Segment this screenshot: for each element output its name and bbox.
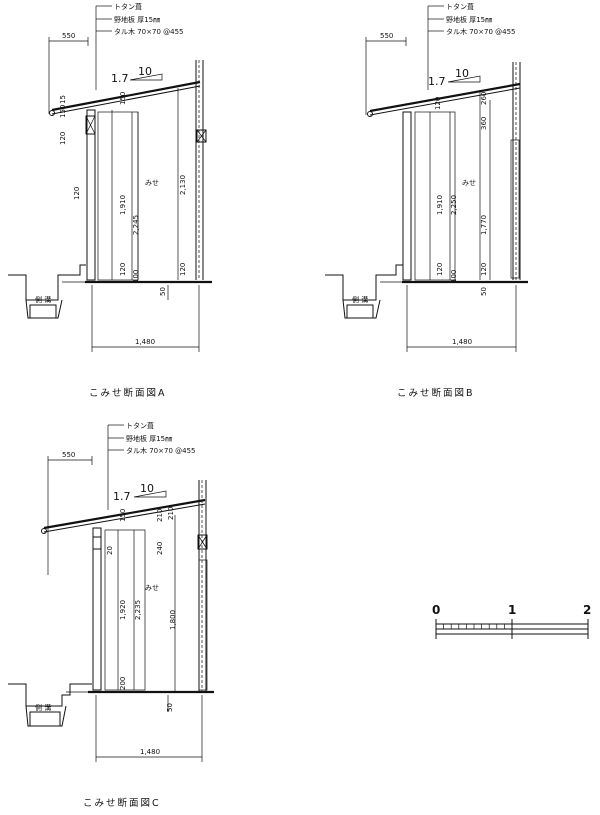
slope-triangle-b	[447, 75, 481, 83]
dim-b-9: 50	[480, 287, 488, 296]
dim-c-5: 1,920	[119, 600, 127, 620]
scale-label-2: 2	[583, 603, 591, 617]
slope-rise-a: 1.7	[111, 72, 129, 85]
dim-c-8: 200	[119, 677, 127, 690]
dim-a-2: 15	[59, 95, 67, 104]
dim-b-6: 100	[450, 270, 458, 283]
dim-a-0: 150	[59, 105, 67, 118]
slope-run-a: 10	[138, 65, 152, 78]
dim-c-6: 2,235	[134, 600, 142, 620]
shop-label-c: みせ	[145, 584, 159, 592]
dim-eave-a: 550	[62, 32, 75, 40]
dim-width-c: 1,480	[140, 748, 160, 756]
shop-label-a: みせ	[145, 179, 159, 187]
slope-triangle-a	[129, 73, 163, 81]
title-section-a: こみせ断面図A	[89, 387, 167, 399]
slope-rise-c: 1.7	[113, 490, 131, 503]
dim-b-3: 1,910	[436, 195, 444, 215]
dim-c-2: 210	[156, 509, 164, 522]
dim-a-11: 50	[159, 287, 167, 296]
section-b: トタン葺 野地板 厚15㎜ タル木 70×70 @455 550 1.7 10 …	[325, 2, 528, 399]
dim-eave-c: 550	[62, 451, 75, 459]
slope-triangle-c	[133, 490, 167, 498]
dim-a-9: 120	[119, 263, 127, 276]
scale-label-1: 1	[508, 603, 516, 617]
note-rafter-c: タル木 70×70 @455	[126, 446, 196, 455]
dim-width-b: 1,480	[452, 338, 472, 346]
note-roof-b: トタン葺	[446, 2, 474, 11]
note-roof: トタン葺	[114, 2, 142, 11]
dim-a-5: 1,910	[119, 195, 127, 215]
section-c: トタン葺 野地板 厚15㎜ タル木 70×70 @455 550 1.7 10 …	[8, 421, 214, 809]
dim-a-10: 120	[179, 263, 187, 276]
dim-c-4: 210	[167, 507, 175, 520]
dim-c-1: 20	[106, 546, 114, 555]
title-section-b: こみせ断面図B	[397, 387, 475, 399]
note-sheathing: 野地板 厚15㎜	[114, 15, 160, 24]
scale-ticks	[443, 624, 505, 629]
dim-b-0: 120	[434, 97, 442, 110]
title-section-c: こみせ断面図C	[83, 797, 161, 809]
dim-c-3: 240	[156, 542, 164, 555]
note-rafter: タル木 70×70 @455	[114, 27, 184, 36]
dim-c-7: 1,800	[169, 610, 177, 630]
note-rafter-b: タル木 70×70 @455	[446, 27, 516, 36]
gutter-label-b: 側 溝	[352, 295, 368, 304]
scale-label-0: 0	[432, 603, 440, 617]
dim-c-9: 50	[166, 703, 174, 712]
dim-b-8: 120	[480, 263, 488, 276]
dim-b-5: 1,770	[480, 215, 488, 235]
slope-run-c: 10	[140, 482, 154, 495]
note-sheathing-c: 野地板 厚15㎜	[126, 434, 172, 443]
shop-label-b: みせ	[462, 179, 476, 187]
dim-a-4: 150	[119, 92, 127, 105]
dim-c-0: 150	[119, 509, 127, 522]
dim-b-4: 2,250	[450, 195, 458, 215]
dim-b-2: 360	[480, 117, 488, 130]
note-roof-c: トタン葺	[126, 421, 154, 430]
gutter-label-a: 側 溝	[35, 295, 51, 304]
dim-a-7: 2,130	[179, 175, 187, 195]
note-sheathing-b: 野地板 厚15㎜	[446, 15, 492, 24]
slope-run-b: 10	[455, 67, 469, 80]
dim-a-6: 2,245	[132, 215, 140, 235]
gutter-label-c: 側 溝	[35, 703, 51, 712]
dim-width-a: 1,480	[135, 338, 155, 346]
dim-eave-b: 550	[380, 32, 393, 40]
scale-bar: 0 1 2	[432, 603, 591, 639]
dim-a-8: 100	[132, 270, 140, 283]
dim-a-1: 120	[59, 132, 67, 145]
dim-b-1: 260	[480, 92, 488, 105]
dim-b-7: 120	[436, 263, 444, 276]
slope-rise-b: 1.7	[428, 75, 446, 88]
section-a: トタン葺 野地板 厚15㎜ タル木 70×70 @455 550 1.7 10 …	[8, 2, 212, 399]
dim-a-3: 120	[73, 187, 81, 200]
